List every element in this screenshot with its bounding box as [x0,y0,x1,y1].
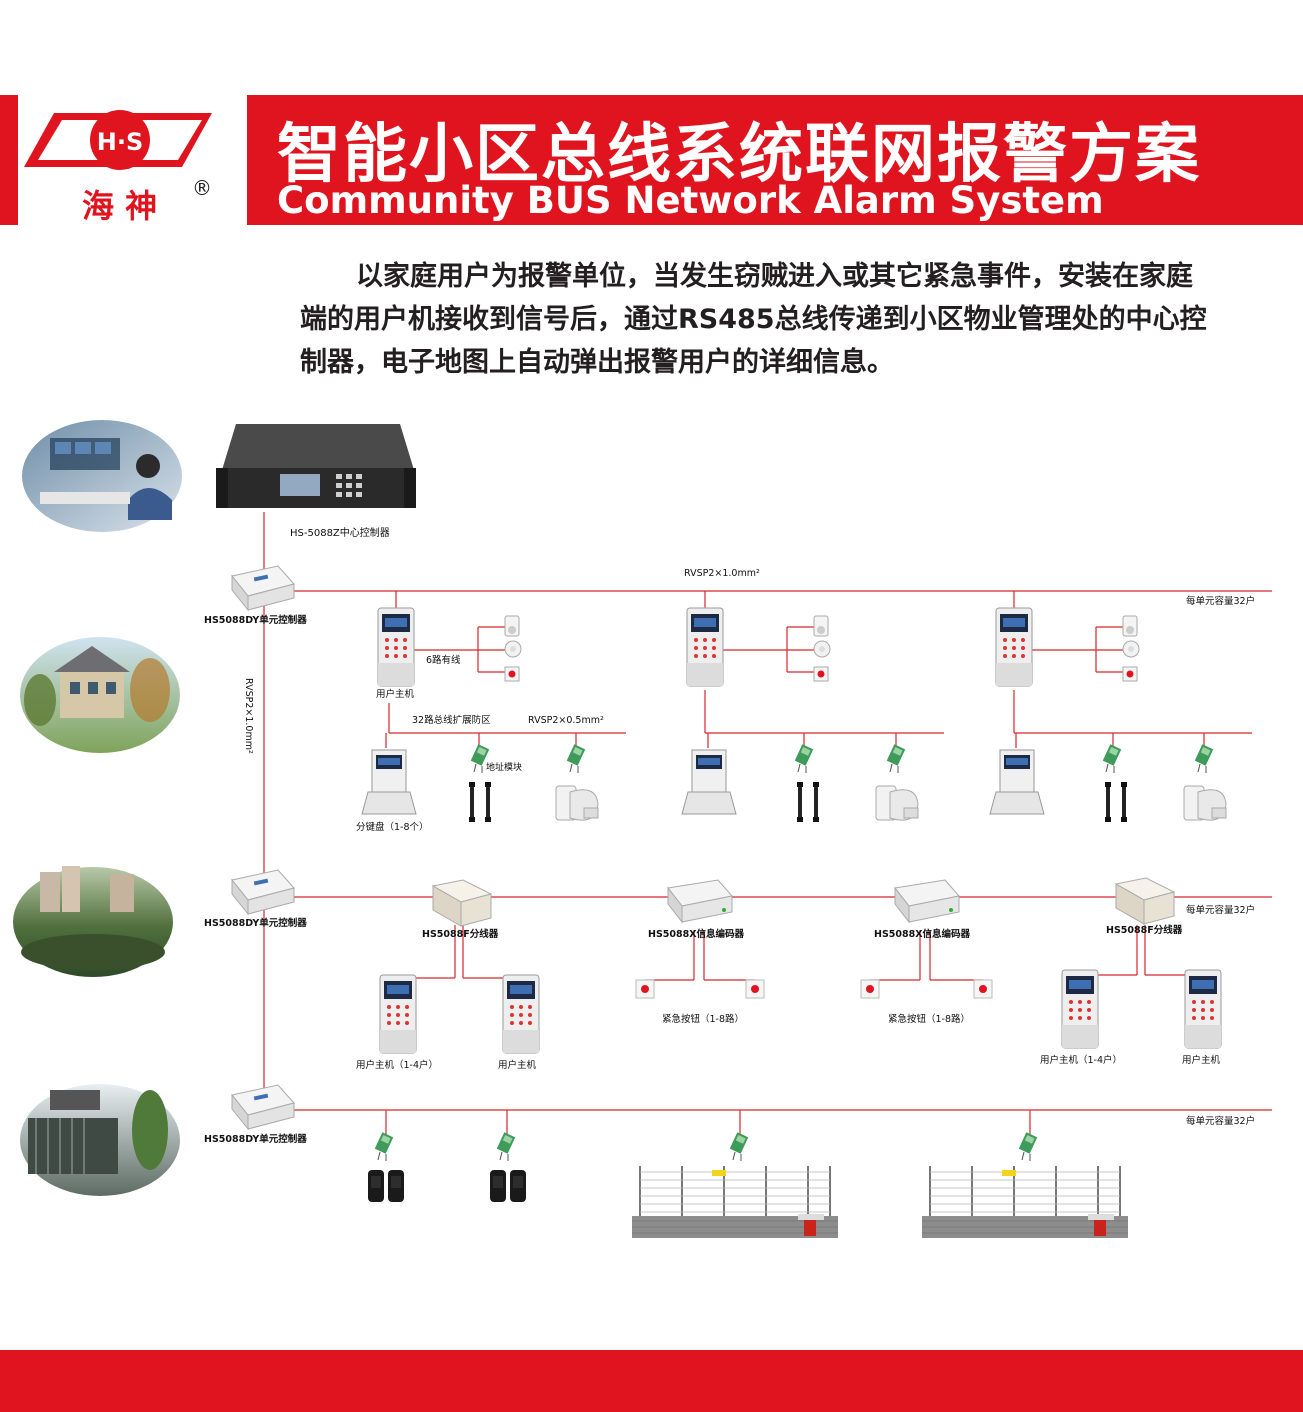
dual-beam-detector-2 [490,1170,526,1202]
emergency-button-1b [745,979,765,999]
intro-line-2: 端的用户机接收到信号后，通过RS485总线传递到小区物业管理处的中心控 [300,304,1207,335]
encoder-label-1: HS5088X信息编码器 [648,928,745,940]
sub-keypad-1 [361,749,417,815]
address-module-3a [1102,743,1122,774]
logo-chinese: 海 神 [82,187,157,225]
title-banner: 智能小区总线系统联网报警方案 Community BUS Network Ala… [247,95,1303,225]
camera-detector-2 [875,785,919,821]
pir-detector-3 [1122,615,1138,637]
pir-detector-1 [504,615,520,637]
beam-detector-2b [813,782,819,822]
unit-controller-device-3 [231,1084,295,1130]
center-controller-device [216,424,416,508]
user-host-label: 用户主机 [376,688,415,700]
intro-line-1: 以家庭用户为报警单位，当发生窃贼进入或其它紧急事件，安装在家庭 [356,261,1193,292]
camera-detector-1 [555,785,599,821]
emergency-button-2b [973,979,993,999]
user-host-label-3: 用户主机 [1182,1054,1221,1066]
page-title-en: Community BUS Network Alarm System [277,179,1104,222]
beam-detector-2a [797,782,803,822]
address-module-2b [886,743,906,774]
camera-detector-3 [1183,785,1227,821]
bus-main-label: RVSP2×1.0mm² [684,568,760,579]
capacity-label-2: 每单元容量32户 [1186,904,1255,916]
logo-letters: H·S [97,128,144,156]
address-module-1b [566,743,586,774]
lake-estate-photo [13,866,173,977]
encoder-label-2: HS5088X信息编码器 [874,928,971,940]
emergency-label-1: 紧急按钮（1-8路） [662,1013,744,1025]
unit-controller-device-1 [231,565,295,611]
splitter-device-1 [432,879,492,927]
panic-button-2 [813,666,829,682]
capacity-label-3: 每单元容量32户 [1186,1115,1255,1127]
address-module-label: 地址模块 [486,761,522,773]
emergency-button-2a [860,979,880,999]
page-title-cn: 智能小区总线系统联网报警方案 [277,118,1201,192]
electric-fence-1 [631,1165,839,1239]
user-host-keypad-3 [995,607,1033,687]
unit-controller-label-1: HS5088DY单元控制器 [204,614,307,626]
encoder-device-1 [667,879,733,923]
pir-detector-2 [813,615,829,637]
bus-ext-label: 32路总线扩展防区 [412,714,491,726]
intro-paragraph: 以家庭用户为报警单位，当发生窃贼进入或其它紧急事件，安装在家庭 端的用户机接收到… [300,255,1300,384]
beam-detector-1a [469,782,475,822]
bus-small-label: RVSP2×0.5mm² [528,715,604,726]
address-module-4c [729,1131,749,1162]
sub-keypad-2 [681,749,737,815]
user-host-keypad-2 [686,607,724,687]
brand-logo: H·S 海 神 ® [22,95,240,225]
smoke-detector-3 [1122,640,1140,658]
address-module-4d [1018,1131,1038,1162]
bus-vertical-label: RVSP2×1.0mm² [243,678,254,754]
electric-fence-2 [921,1165,1129,1239]
villa-photo [20,637,180,753]
gate-photo [20,1084,180,1196]
splitter-device-2 [1115,877,1175,925]
splitter-label-1: HS5088F分线器 [422,928,499,940]
sub-keypad-label: 分键盘（1-8个） [356,821,429,833]
wired-zones-label: 6路有线 [426,654,461,666]
dual-beam-detector-1 [368,1170,404,1202]
monitoring-room-photo [22,420,182,532]
address-module-4b [496,1131,516,1162]
intro-line-3: 制器，电子地图上自动弹出报警用户的详细信息。 [300,347,894,378]
footer-stripe [0,1350,1303,1412]
header-left-stripe [0,95,18,225]
user-host-label-2: 用户主机 [498,1059,537,1071]
user-host-keypad-1 [377,607,415,687]
beam-detector-3a [1105,782,1111,822]
address-module-3b [1194,743,1214,774]
user-host-keypad-5 [502,974,540,1054]
user-host-keypad-6 [1061,969,1099,1049]
user-host-keypad-4 [379,974,417,1054]
user-host-1-4-label-1: 用户主机（1-4户） [356,1059,438,1071]
user-host-keypad-7 [1184,969,1222,1049]
sub-keypad-3 [989,749,1045,815]
panic-button-1 [504,666,520,682]
unit-controller-label-2: HS5088DY单元控制器 [204,917,307,929]
address-module-2a [794,743,814,774]
panic-button-3 [1122,666,1138,682]
beam-detector-3b [1121,782,1127,822]
system-diagram: HS-5088Z中心控制器 [13,420,1272,1239]
center-controller-label: HS-5088Z中心控制器 [290,526,390,539]
registered-mark: ® [192,176,212,200]
unit-controller-device-2 [231,869,295,915]
splitter-label-2: HS5088F分线器 [1106,924,1183,936]
smoke-detector-2 [813,640,831,658]
address-module-4a [374,1131,394,1162]
beam-detector-1b [485,782,491,822]
encoder-device-2 [894,879,960,923]
emergency-label-2: 紧急按钮（1-8路） [888,1013,970,1025]
unit-controller-label-3: HS5088DY单元控制器 [204,1133,307,1145]
emergency-button-1a [635,979,655,999]
smoke-detector-1 [504,640,522,658]
user-host-1-4-label-2: 用户主机（1-4户） [1040,1054,1122,1066]
capacity-label-1: 每单元容量32户 [1186,595,1255,607]
